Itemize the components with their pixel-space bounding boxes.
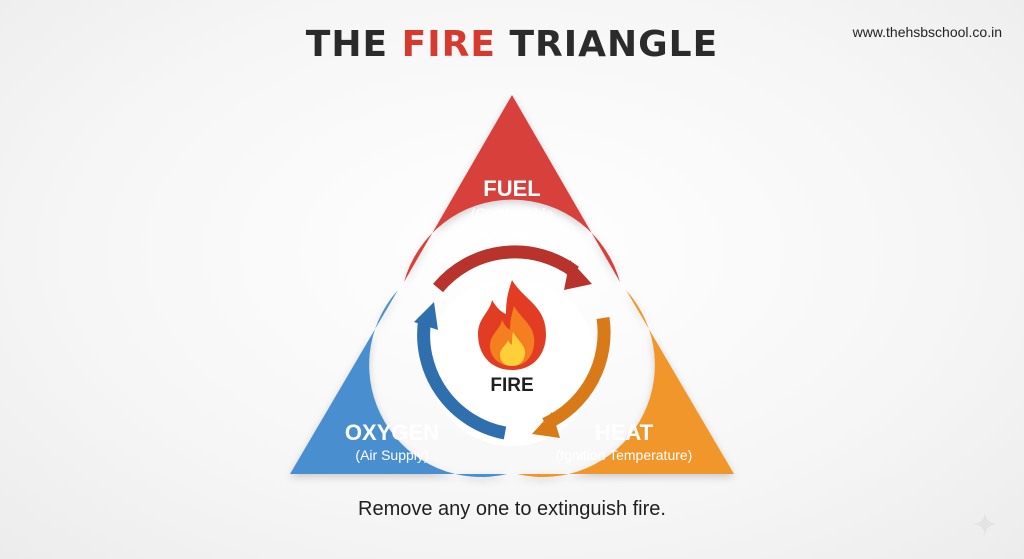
heat-sub: (Ignition Temperature)	[556, 447, 693, 463]
fuel-label: FUEL	[483, 176, 540, 201]
heat-section	[517, 290, 734, 478]
page-title: THE FIRE TRIANGLE	[0, 24, 1024, 65]
fuel-sub-line-1: (Combustible	[471, 205, 554, 221]
oxygen-label: OXYGEN	[345, 420, 439, 445]
heat-label: HEAT	[595, 420, 654, 445]
flame-icon	[478, 280, 546, 370]
fuel-section	[404, 95, 620, 282]
title-part-1: THE	[305, 24, 402, 65]
oxygen-sub: (Air Supply)	[355, 447, 428, 463]
oxygen-section	[290, 290, 507, 478]
cycle-arrow-icon	[417, 245, 611, 440]
website-url: www.thehsbschool.co.in	[852, 24, 1002, 40]
sparkle-icon	[973, 512, 997, 536]
caption-text: Remove any one to extinguish fire.	[358, 498, 666, 520]
center-fire-label: FIRE	[490, 375, 533, 396]
fuel-sub-line-2: Substance)	[477, 224, 548, 240]
title-part-2: TRIANGLE	[495, 24, 719, 65]
title-accent: FIRE	[401, 24, 496, 65]
